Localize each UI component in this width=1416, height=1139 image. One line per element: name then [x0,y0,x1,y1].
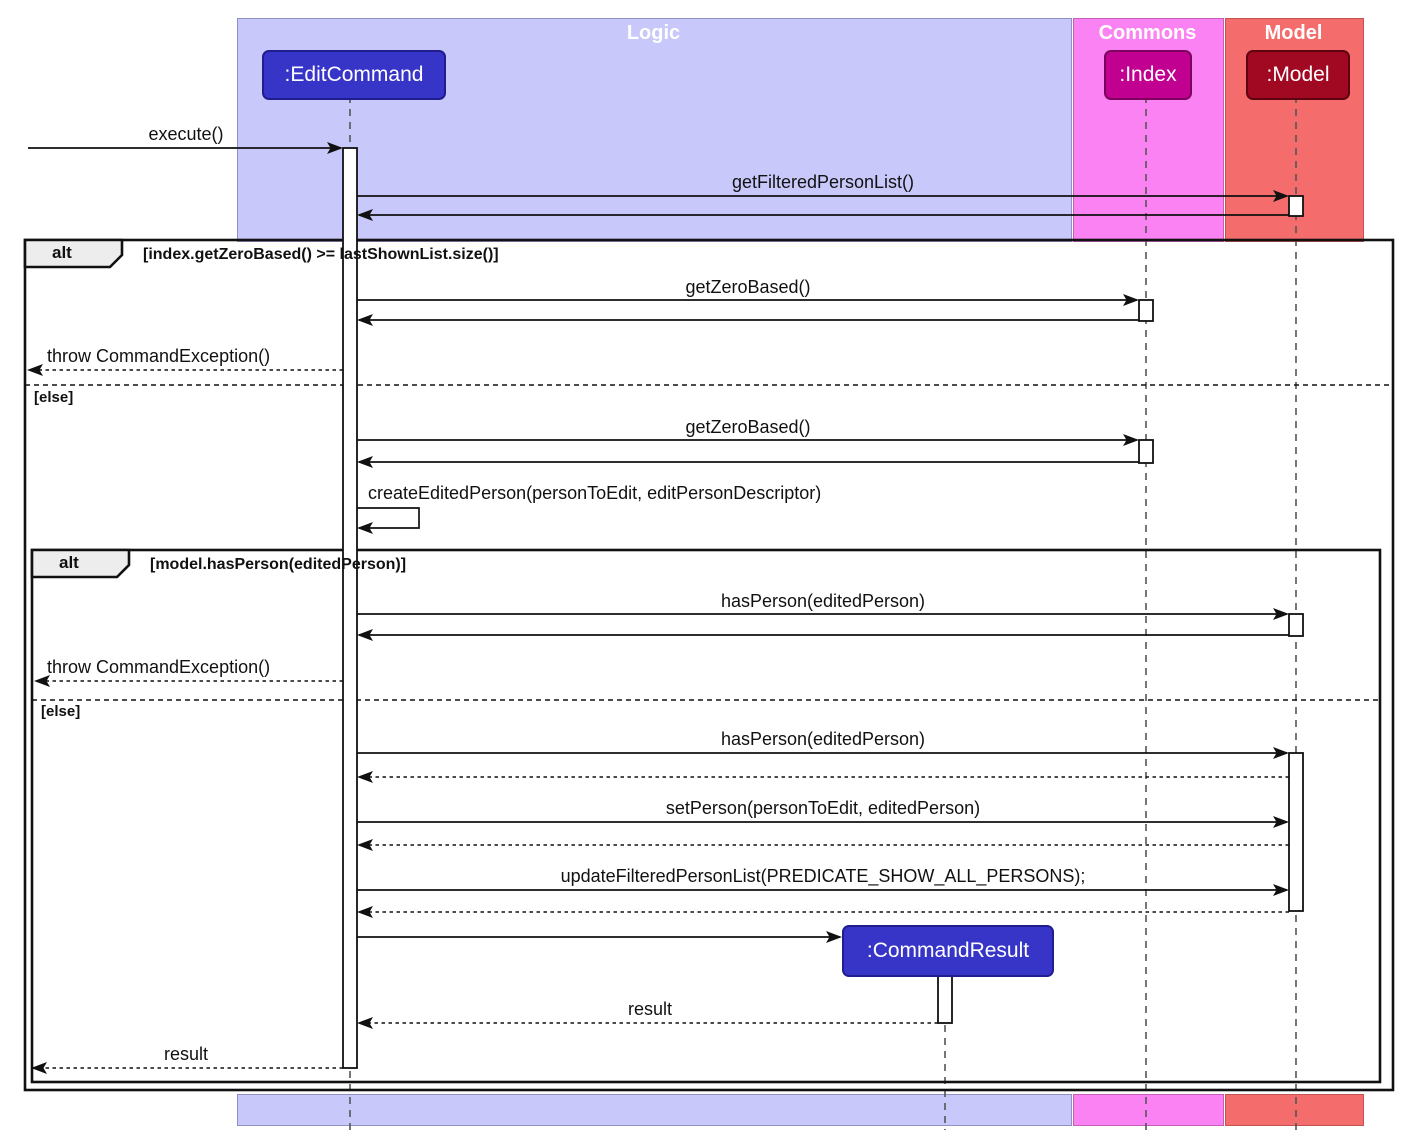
package-title-logic: Logic [626,22,681,44]
frame-alt-2 [30,548,1382,1084]
package-title-commons: Commons [1098,22,1197,44]
msg-execute: execute() [148,124,224,144]
msg-getzerobased-1: getZeroBased() [685,277,811,297]
participant-editcommand: :EditCommand [262,50,446,100]
frame-alt-1 [23,238,1395,1092]
msg-result-1: result [627,999,673,1019]
package-model-bottom [1225,1094,1364,1126]
activation-bars [342,147,1304,1069]
frame2-operator: alt [59,553,79,572]
frame2-else: [else] [41,703,81,720]
msg-hasperson-2: hasPerson(editedPerson) [720,729,926,749]
msg-throw-1: throw CommandException() [47,346,271,366]
package-commons-bottom [1073,1094,1224,1126]
frame2-guard: [model.hasPerson(editedPerson)] [150,556,407,573]
msg-hasperson-1: hasPerson(editedPerson) [720,591,926,611]
msg-setperson: setPerson(personToEdit, editedPerson) [665,798,981,818]
msg-getzerobased-2: getZeroBased() [685,417,811,437]
msg-createeditedperson: createEditedPerson(personToEdit, editPer… [368,483,822,503]
msg-getfilteredlist: getFilteredPersonList() [731,172,915,192]
package-title-model: Model [1264,22,1323,44]
frame1-guard: [index.getZeroBased() >= lastShownList.s… [143,246,499,263]
participant-model: :Model [1246,50,1350,100]
msg-updatefilteredlist: updateFilteredPersonList(PREDICATE_SHOW_… [560,866,1086,886]
call-arrows [28,142,1289,943]
reply-arrows [27,364,1289,1074]
participant-index: :Index [1104,50,1192,100]
msg-result-2: result [163,1044,209,1064]
msg-throw-2: throw CommandException() [47,657,271,677]
package-logic-bottom [237,1094,1072,1126]
frame1-operator: alt [52,243,72,262]
participant-commandresult: :CommandResult [842,925,1054,977]
frame1-else: [else] [34,389,74,406]
